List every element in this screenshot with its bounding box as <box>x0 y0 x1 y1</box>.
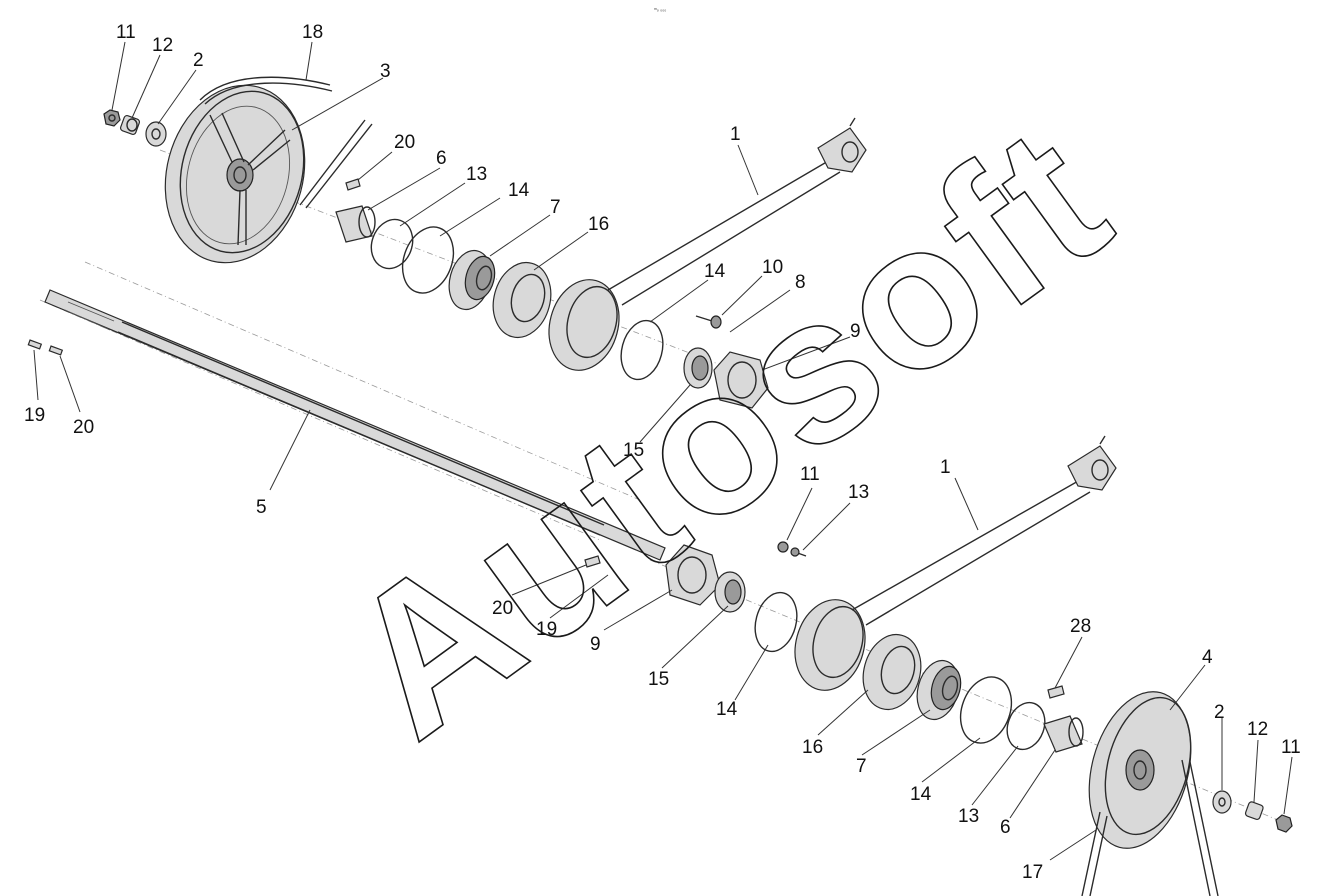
part-7-bearing-upper <box>448 249 496 311</box>
part-1-arm-lower <box>794 435 1117 691</box>
callout-7-lower: 7 <box>856 756 867 777</box>
callout-6-upper: 6 <box>436 148 447 169</box>
part-6-bushing-upper <box>335 205 376 243</box>
watermark-text: Autosoft <box>306 81 1148 780</box>
part-16-seal-lower <box>862 633 922 711</box>
callout-20-lower: 20 <box>492 598 513 619</box>
part-20-key-upper <box>345 178 361 191</box>
part-14-circlip-lower-b <box>959 676 1013 744</box>
callout-11-lower-b: 11 <box>1281 737 1301 758</box>
callout-10: 10 <box>762 257 783 278</box>
callout-13-upper: 13 <box>466 164 487 185</box>
part-12-bushing-lower <box>1244 801 1264 821</box>
part-9-flange-upper <box>713 351 769 409</box>
callout-16-upper: 16 <box>588 214 609 235</box>
part-9-flange-lower <box>665 544 721 606</box>
callout-4: 4 <box>1202 647 1213 668</box>
part-14-circlip-lower <box>754 591 798 653</box>
part-13-bolt-lower <box>790 547 807 557</box>
part-20-key-left <box>48 345 64 356</box>
callout-2-lower: 2 <box>1214 702 1225 723</box>
callout-labels: 11 12 2 18 3 20 6 13 14 7 16 1 14 10 8 9… <box>24 22 1301 883</box>
part-13-circlip-upper <box>370 218 414 270</box>
callout-14-lower-b: 14 <box>910 784 932 805</box>
part-11-bolt-lower <box>777 541 789 553</box>
part-10-bolt-upper <box>695 315 722 329</box>
callout-19-left: 19 <box>24 405 45 426</box>
part-15-bearing-lower <box>714 571 746 613</box>
callout-16-lower: 16 <box>802 737 823 758</box>
part-14-circlip-upper-b <box>620 319 664 381</box>
part-15-bearing-upper <box>683 347 713 389</box>
callout-11-lower: 11 <box>800 464 820 485</box>
callout-9-lower: 9 <box>590 634 601 655</box>
part-4-pulley-lower <box>1088 691 1192 849</box>
part-28-key-lower <box>1047 685 1065 699</box>
part-11-nut-lower <box>1275 814 1293 833</box>
part-1-arm-upper <box>548 117 867 371</box>
callout-11-upper: 11 <box>116 22 136 43</box>
callout-14-lower: 14 <box>716 699 738 720</box>
callout-12-lower: 12 <box>1247 719 1268 740</box>
callout-19-lower: 19 <box>536 619 557 640</box>
callout-5: 5 <box>256 497 267 518</box>
header-mark: ᵐₒ ₀₀₀ <box>654 7 666 13</box>
callout-7-upper: 7 <box>550 197 561 218</box>
part-6-bushing-lower <box>1043 715 1084 753</box>
callout-6-lower: 6 <box>1000 817 1011 838</box>
part-12-bushing-upper <box>119 114 141 136</box>
callout-18: 18 <box>302 22 323 43</box>
callout-14-upper-b: 14 <box>704 261 726 282</box>
part-19-key-left <box>27 339 43 350</box>
part-13-circlip-lower <box>1006 701 1046 751</box>
part-20-key-lower <box>584 555 601 568</box>
part-18-belt-upper <box>199 76 373 209</box>
callout-13-lower: 13 <box>848 482 869 503</box>
part-17-belt-lower <box>1081 759 1219 896</box>
callout-14-upper: 14 <box>508 180 530 201</box>
callout-3: 3 <box>380 61 391 82</box>
callout-12-upper: 12 <box>152 35 173 56</box>
callout-20-upper: 20 <box>394 132 415 153</box>
part-14-circlip-upper <box>401 226 455 294</box>
callout-15-lower: 15 <box>648 669 669 690</box>
part-11-nut-upper <box>103 109 121 127</box>
callout-28: 28 <box>1070 616 1091 637</box>
part-16-seal-upper <box>492 261 552 339</box>
leader-lines <box>33 41 1293 861</box>
callout-2-upper: 2 <box>193 50 204 71</box>
callout-8: 8 <box>795 272 806 293</box>
callout-9-upper: 9 <box>850 321 861 342</box>
part-2-washer-upper <box>145 121 167 147</box>
callout-15-upper: 15 <box>623 440 644 461</box>
callout-1-lower: 1 <box>940 457 951 478</box>
part-3-pulley-upper <box>164 84 306 264</box>
callout-13-lower-b: 13 <box>958 806 979 827</box>
part-5-shaft <box>44 289 666 561</box>
callout-1-upper: 1 <box>730 124 741 145</box>
part-2-washer-lower <box>1212 790 1232 814</box>
part-7-bearing-lower <box>916 659 962 721</box>
callout-17: 17 <box>1022 862 1043 883</box>
callout-20-left: 20 <box>73 417 94 438</box>
